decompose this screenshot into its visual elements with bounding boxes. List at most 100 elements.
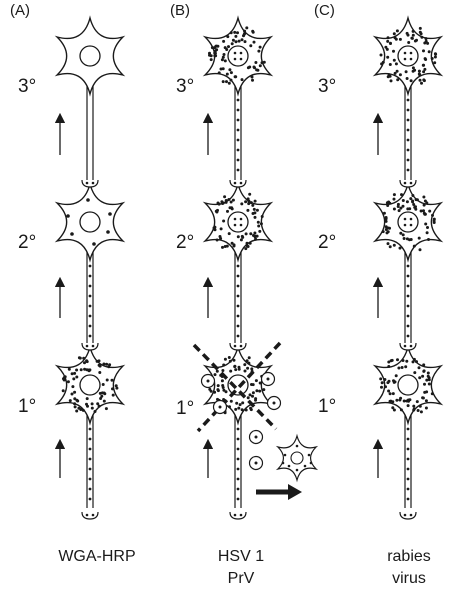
panel-a-axon-1-dot — [88, 467, 92, 471]
panel-c-neuron-3-granule — [423, 41, 427, 45]
panel-c-neuron-1-granule — [413, 371, 417, 375]
panel-b-axon-3-dot — [236, 128, 240, 132]
panel-b-neuron-3-granule — [229, 78, 233, 82]
panel-c-neuron-3-granule — [433, 61, 437, 65]
panel-a-axon-1-dot — [88, 437, 92, 441]
panel-c-axon-1-dot — [406, 487, 410, 491]
panel-a-neuron-1-nucleus — [79, 374, 101, 396]
panel-b-neuron-2-granule — [249, 232, 253, 236]
panel-b-neuron-3-granule — [228, 68, 232, 72]
panel-b-neuron-2-granule — [224, 200, 228, 204]
panel-c-neuron-1-granule — [423, 390, 427, 394]
panel-a-axon-1-dot — [88, 487, 92, 491]
panel-a-neuron-1-granule — [101, 383, 105, 386]
panel-b-neuron-3-granule — [223, 59, 227, 63]
panel-b-axon-1-dot — [236, 487, 240, 491]
panel-b-neuron-1-granule — [213, 390, 217, 394]
panel-c-neuron-1-granule — [392, 408, 396, 412]
panel-c-axon-1-dot — [406, 447, 410, 451]
panel-b-neuron-3-granule — [222, 53, 226, 56]
panel-a-neuron-2-granule — [92, 242, 96, 246]
panel-b-axon-1-dot — [236, 437, 240, 441]
panel-b-neuron-2-granule — [216, 208, 219, 212]
panel-c-neuron-2-nucleus-dot — [409, 223, 413, 227]
panel-b-neuron-1-granule — [241, 401, 245, 405]
panel-c-neuron-3-nucleus-dot — [403, 51, 407, 55]
panel-a-axon-2-dot — [88, 284, 92, 288]
panel-c-neuron-2-granule — [425, 201, 429, 205]
panel-b-neuron-1-granule — [255, 389, 259, 393]
panel-b-virion — [248, 429, 264, 445]
panel-b-neuron-3-granule — [209, 58, 213, 62]
panel-a-neuron-2-granule — [66, 214, 70, 218]
panel-a-neuron-1-granule — [102, 362, 106, 366]
panel-c-neuron-1-granule — [422, 369, 426, 373]
panel-c-neuron-1-granule — [419, 410, 423, 414]
panel-c-neuron-3-granule — [405, 31, 409, 35]
panel-c-neuron-3-granule — [413, 68, 417, 72]
panel-b-axon-2 — [234, 250, 242, 343]
panel-b-neuron-3-granule — [210, 46, 214, 50]
panel-b-neuron-3-nucleus-dot — [233, 51, 237, 55]
panel-b-cross-line — [192, 343, 278, 431]
panel-c-neuron-3-granule — [386, 75, 390, 79]
panel-b-virion-core — [206, 379, 210, 383]
panel-c-neuron-3-granule — [398, 73, 402, 77]
panel-c-neuron-2-granule — [381, 230, 385, 234]
panel-c-neuron-2-granule — [382, 211, 386, 215]
panel-a-bouton-1 — [81, 342, 99, 351]
panel-c-neuron-2-nucleus-dot — [403, 217, 407, 221]
panel-b-neuron-1-granule — [243, 369, 247, 373]
panel-a-neuron-1-granule — [75, 368, 79, 372]
panel-c-neuron-3-granule — [386, 36, 390, 40]
panel-c-neuron-3-granule — [379, 53, 383, 57]
panel-b-axon-1-dot — [236, 457, 240, 461]
panel-a-neuron-1-granule — [61, 389, 65, 393]
panel-c-neuron-3-granule — [398, 37, 402, 41]
panel-c-neuron-2-granule — [399, 206, 403, 210]
panel-c-axon-3-dot — [406, 98, 410, 102]
panel-c-bouton-injection-dot — [403, 513, 407, 517]
panel-c-neuron-1-granule — [406, 398, 410, 402]
panel-c-neuron-1-granule — [415, 400, 419, 404]
panel-c-caption: rabies virus — [354, 546, 464, 590]
panel-b-neuron-2-granule — [215, 238, 219, 242]
panel-c-neuron-3 — [372, 15, 444, 97]
panel-b-caption: HSV 1 PrV — [186, 546, 296, 590]
panel-c-neuron-1-granule — [392, 379, 395, 383]
panel-c-neuron-3-granule — [430, 57, 434, 60]
panel-b-bouton-2-dot — [233, 181, 237, 185]
panel-b-neuron-1-granule — [228, 405, 231, 409]
panel-c-neuron-2 — [372, 181, 444, 263]
panel-c-neuron-1-granule — [383, 378, 387, 381]
panel-b-neuron-1-granule — [233, 365, 237, 369]
panel-b-neighbor-granule — [295, 468, 299, 472]
panel-b-neuron-1-granule — [258, 381, 262, 385]
panel-b-neuron-1-granule — [222, 388, 226, 392]
panel-b-neuron-2-granule — [240, 202, 244, 206]
panel-a-axon-1-dot — [88, 497, 92, 501]
panel-b-neuron-3-granule — [213, 51, 217, 55]
panel-b-neuron-3-granule — [222, 39, 226, 43]
panel-b-neuron-3 — [202, 15, 274, 97]
panel-b-virion — [200, 373, 216, 389]
panel-b-caption-line-2: PrV — [227, 570, 255, 587]
panel-c-neuron-2-granule — [397, 209, 401, 213]
panel-c-axon-3-dot — [406, 158, 410, 162]
panel-c-neuron-3-granule — [411, 29, 415, 33]
panel-c-neuron-1-granule — [399, 396, 403, 400]
panel-b-neuron-1-granule — [244, 408, 248, 412]
panel-a-neuron-1-granule — [73, 405, 77, 409]
panel-c-axon-2-dot — [406, 314, 410, 318]
panel-b-neuron-2-granule — [253, 231, 257, 235]
panel-b-axon-2-dot — [236, 284, 240, 288]
panel-b-axon-1 — [234, 413, 242, 508]
panel-b-axon-2-dot — [236, 294, 240, 298]
panel-b-bouton-1-dot — [233, 344, 237, 348]
panel-c-neuron-1-granule — [395, 398, 399, 402]
panel-b-neuron-1-granule — [246, 396, 250, 400]
panel-b-neuron-1-granule — [248, 393, 252, 397]
panel-b-neuron-2-granule — [248, 241, 252, 245]
panel-c-neuron-3-granule — [405, 77, 409, 80]
panel-c-axon-1-dot — [406, 477, 410, 481]
